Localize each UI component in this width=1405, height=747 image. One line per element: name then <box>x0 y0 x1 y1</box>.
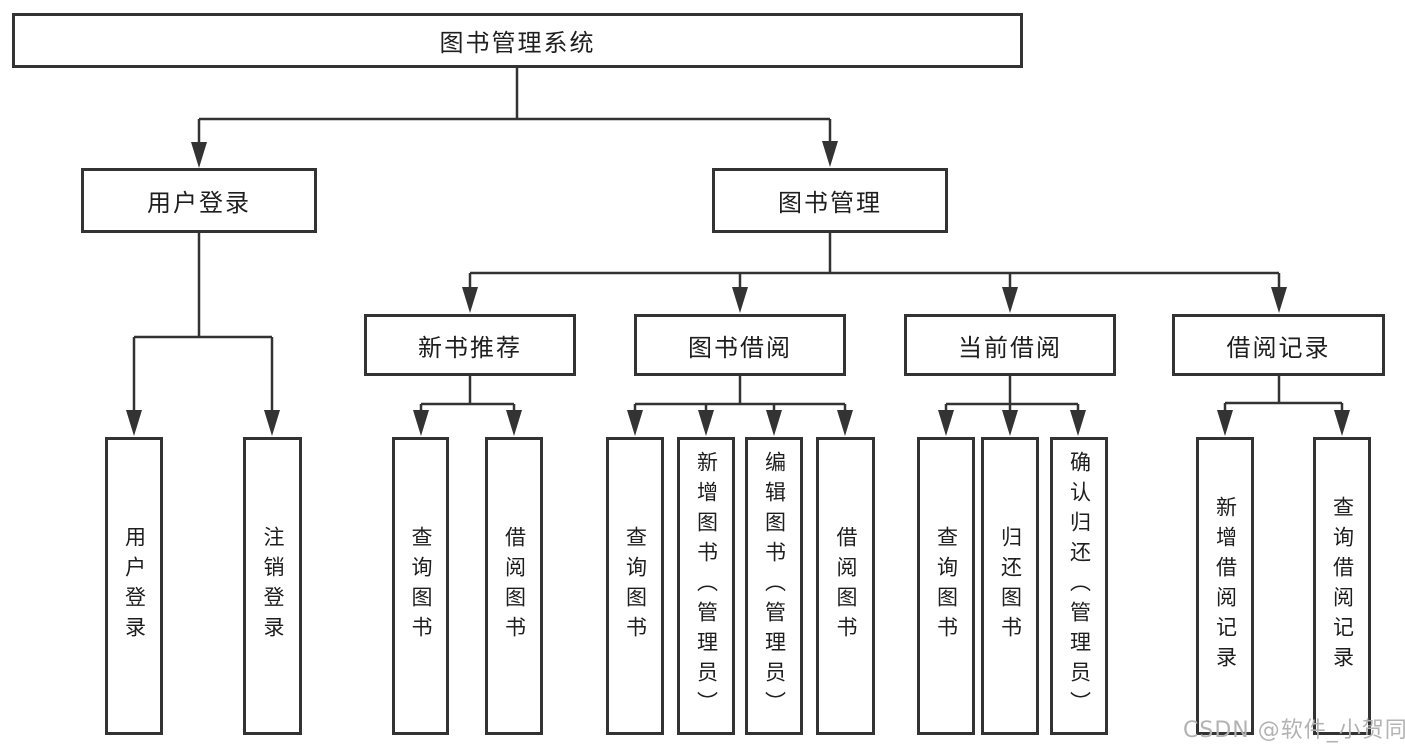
leaf-query-book-borrow: 查询图书 <box>606 437 664 735</box>
arrowhead <box>1334 410 1350 436</box>
edge-current-borrow-to-leaves <box>944 376 1080 412</box>
leaf-query-borrow-record: 查询借阅记录 <box>1313 437 1371 735</box>
arrowhead <box>413 410 429 436</box>
leaf-user-login: 用户登录 <box>105 437 163 735</box>
edge-borrow-record-to-leaves <box>1223 376 1344 412</box>
leaf-edit-book-admin: 编辑图书（管理员） <box>745 437 803 735</box>
arrowhead <box>732 287 748 313</box>
leaf-query-book-current: 查询图书 <box>917 437 975 735</box>
arrowhead <box>1070 410 1086 436</box>
node-current-borrow-label: 当前借阅 <box>958 333 1062 362</box>
leaf-borrow-book-recommend: 借阅图书 <box>485 437 543 735</box>
node-root: 图书管理系统 <box>12 13 1023 68</box>
node-book-borrow: 图书借阅 <box>634 314 846 376</box>
arrowhead <box>1002 410 1018 436</box>
node-user-login-label: 用户登录 <box>147 189 251 217</box>
arrowhead <box>1002 287 1018 313</box>
edge-book-borrow-to-leaves <box>633 376 847 412</box>
edge-user-login-to-leaves <box>132 233 274 412</box>
node-book-management-label: 图书管理 <box>778 189 882 217</box>
edge-book-mgmt-to-level3 <box>468 233 1281 289</box>
arrowhead <box>1271 287 1287 313</box>
arrowhead <box>822 141 838 167</box>
arrowhead <box>191 142 207 168</box>
edge-new-book-to-leaves <box>419 376 516 412</box>
node-book-management: 图书管理 <box>712 168 948 233</box>
arrowhead <box>938 410 954 436</box>
edge-root-to-level2 <box>197 68 832 144</box>
leaf-borrow-book: 借阅图书 <box>816 437 875 735</box>
leaf-add-book-admin: 新增图书（管理员） <box>677 437 735 735</box>
arrowhead <box>264 410 280 436</box>
leaf-return-book: 归还图书 <box>981 437 1039 735</box>
node-book-borrow-label: 图书借阅 <box>688 333 792 362</box>
node-user-login: 用户登录 <box>81 168 317 233</box>
arrowhead <box>698 410 714 436</box>
arrowhead <box>462 287 478 313</box>
node-current-borrow: 当前借阅 <box>904 314 1116 376</box>
node-borrow-record-label: 借阅记录 <box>1226 333 1331 362</box>
csdn-watermark: CSDN @软件_小贺同学 <box>1183 718 1405 743</box>
node-new-book-recommend-label: 新书推荐 <box>418 333 522 362</box>
leaf-confirm-return-admin: 确认归还（管理员） <box>1050 437 1108 735</box>
arrowhead <box>766 410 782 436</box>
node-borrow-record: 借阅记录 <box>1172 314 1385 376</box>
arrowhead <box>1217 410 1233 436</box>
leaf-logout: 注销登录 <box>243 437 302 735</box>
arrowhead <box>627 410 643 436</box>
node-root-label: 图书管理系统 <box>439 29 596 57</box>
arrowhead <box>506 410 522 436</box>
arrowhead <box>126 410 142 436</box>
leaf-query-book-recommend: 查询图书 <box>392 437 449 735</box>
leaf-add-borrow-record: 新增借阅记录 <box>1196 437 1254 735</box>
node-new-book-recommend: 新书推荐 <box>364 314 576 376</box>
arrowhead <box>837 410 853 436</box>
